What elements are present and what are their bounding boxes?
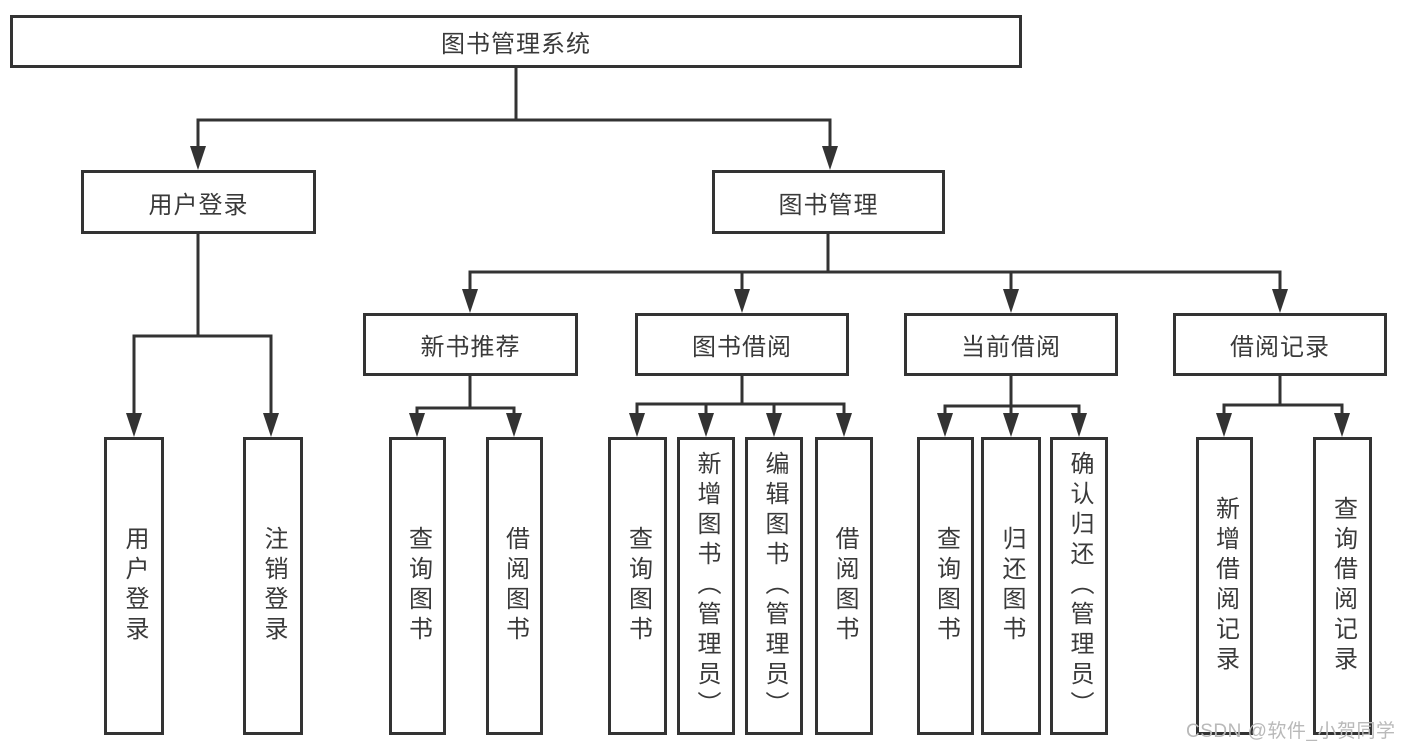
leaf-confirm-return-admin: 确认归还（管理员）	[1050, 437, 1108, 735]
arrow-leaf-query-3	[937, 413, 953, 437]
connector-section-current-borrowing	[943, 374, 1081, 419]
arrow-leaf-add-record	[1216, 413, 1232, 437]
arrow-current-borrowing	[1003, 289, 1019, 313]
leaf-query-books-3-label: 查询图书	[932, 526, 960, 646]
arrow-leaf-query-1	[409, 413, 425, 437]
node-book-management: 图书管理	[712, 170, 945, 234]
leaf-borrow-books-1-label: 借阅图书	[501, 526, 529, 646]
leaf-add-borrow-record-label: 新增借阅记录	[1211, 496, 1239, 676]
leaf-edit-book-admin: 编辑图书（管理员）	[745, 437, 803, 735]
arrow-book-management	[822, 146, 838, 170]
connector-section-book-borrowing	[635, 374, 846, 419]
node-borrowing-records: 借阅记录	[1173, 313, 1387, 376]
leaf-borrow-books-2: 借阅图书	[815, 437, 873, 735]
leaf-query-books-1-label: 查询图书	[404, 526, 432, 646]
leaf-query-books-3: 查询图书	[917, 437, 974, 735]
leaf-logout-label: 注销登录	[260, 526, 287, 646]
arrow-leaf-query-record	[1334, 413, 1350, 437]
leaf-add-book-admin-label: 新增图书（管理员）	[693, 451, 720, 721]
leaf-edit-book-admin-label: 编辑图书（管理员）	[761, 451, 788, 721]
leaf-query-borrow-record: 查询借阅记录	[1313, 437, 1372, 735]
arrow-leaf-query-2	[629, 413, 645, 437]
connector-section-borrowing-records	[1222, 374, 1344, 419]
arrowheads	[126, 146, 1350, 437]
leaf-borrow-books-1: 借阅图书	[486, 437, 543, 735]
arrow-leaf-confirm-return	[1071, 413, 1087, 437]
connector-root-to-level2	[196, 66, 832, 151]
arrow-leaf-add-book	[698, 413, 714, 437]
node-root: 图书管理系统	[10, 15, 1022, 68]
node-book-borrowing: 图书借阅	[635, 313, 849, 376]
leaf-query-books-2: 查询图书	[608, 437, 667, 735]
leaf-user-login-label: 用户登录	[121, 526, 148, 646]
watermark-text: CSDN @软件_小贺同学	[1186, 721, 1396, 742]
node-new-book-recommendation: 新书推荐	[363, 313, 578, 376]
node-user-login: 用户登录	[81, 170, 316, 234]
leaf-user-login: 用户登录	[104, 437, 164, 735]
arrow-borrowing-records	[1272, 289, 1288, 313]
leaf-return-book: 归还图书	[981, 437, 1041, 735]
connector-books-to-sections	[468, 232, 1282, 294]
arrow-user-login	[190, 146, 206, 170]
arrow-leaf-user-login	[126, 413, 142, 437]
leaf-query-books-1: 查询图书	[389, 437, 446, 735]
arrow-leaf-return-book	[1003, 413, 1019, 437]
arrow-leaf-logout	[263, 413, 279, 437]
arrow-leaf-borrow-2	[836, 413, 852, 437]
connector-strokes	[132, 66, 1344, 419]
arrow-leaf-edit-book	[766, 413, 782, 437]
connector-user-branch	[132, 232, 273, 419]
leaf-return-book-label: 归还图书	[998, 526, 1025, 646]
leaf-add-borrow-record: 新增借阅记录	[1196, 437, 1253, 735]
leaf-add-book-admin: 新增图书（管理员）	[677, 437, 735, 735]
arrow-new-book	[462, 289, 478, 313]
arrow-book-borrowing	[734, 289, 750, 313]
leaf-logout: 注销登录	[243, 437, 303, 735]
connector-section-new-book	[415, 374, 516, 419]
arrow-leaf-borrow-1	[506, 413, 522, 437]
leaf-confirm-return-admin-label: 确认归还（管理员）	[1066, 451, 1093, 721]
leaf-query-borrow-record-label: 查询借阅记录	[1329, 496, 1357, 676]
leaf-borrow-books-2-label: 借阅图书	[831, 526, 858, 646]
node-current-borrowing: 当前借阅	[904, 313, 1118, 376]
leaf-query-books-2-label: 查询图书	[624, 526, 652, 646]
